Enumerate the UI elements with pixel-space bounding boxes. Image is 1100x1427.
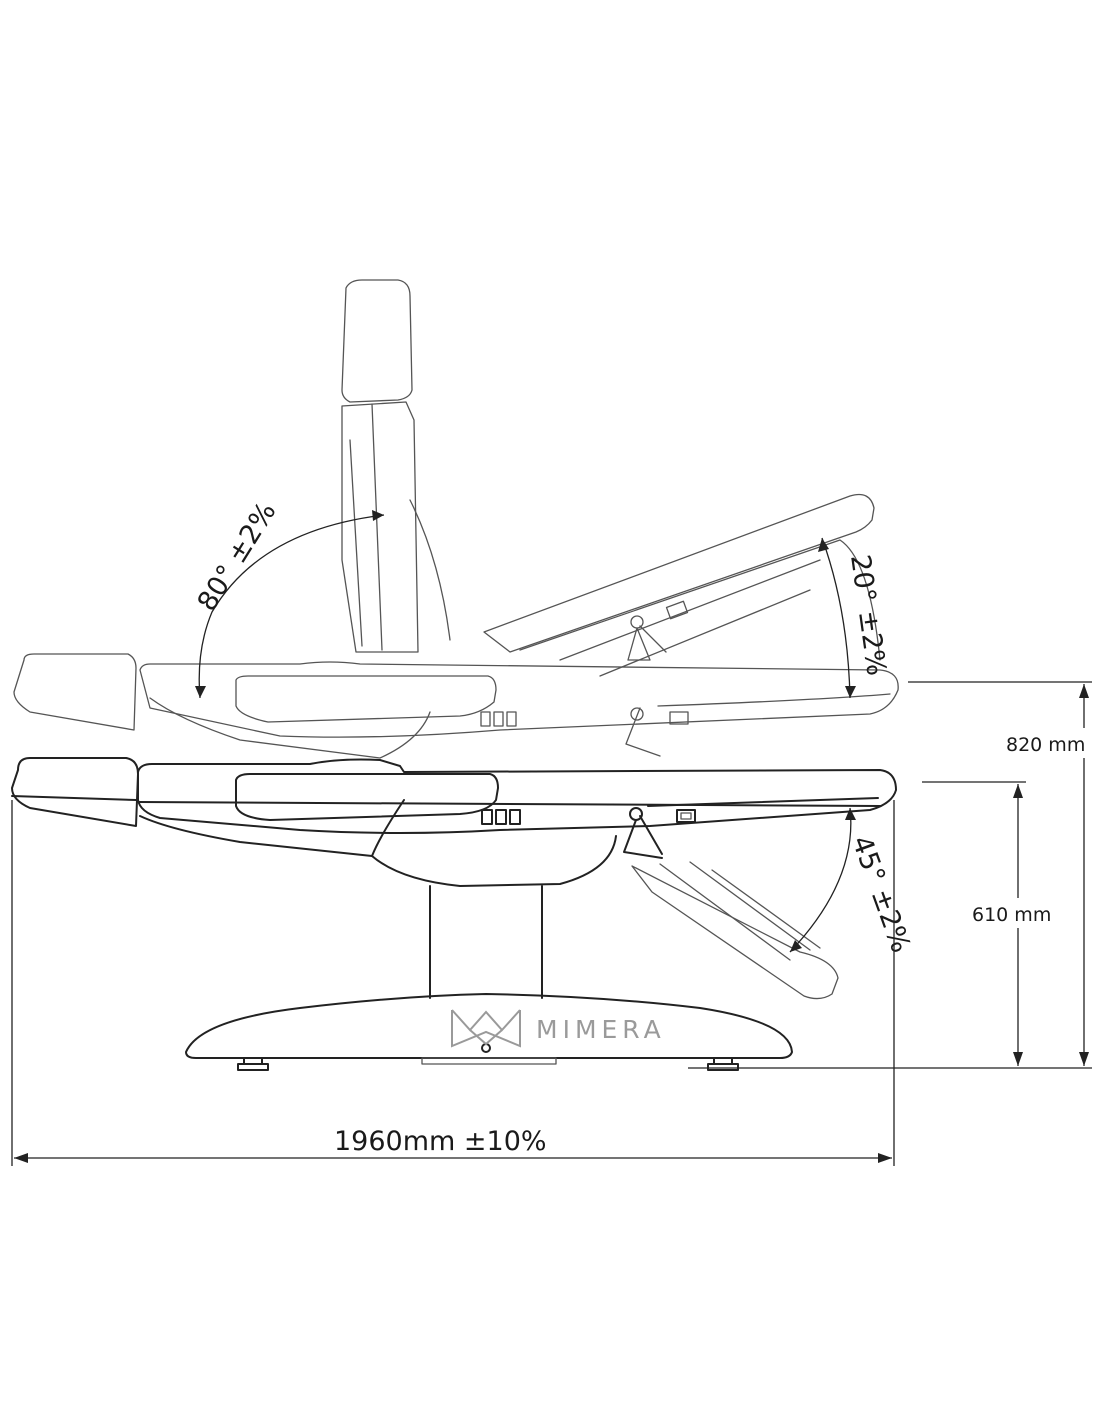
legrest-raised — [483, 493, 875, 653]
seat-section — [137, 758, 897, 834]
foot-left — [237, 1057, 269, 1071]
total-length-label: 1960mm ±10% — [334, 1126, 547, 1157]
chair-raised-position — [13, 279, 899, 759]
mimera-logo: MIMERA — [451, 1009, 666, 1048]
seat-raised — [139, 661, 899, 738]
min-height-label: 610 mm — [972, 904, 1051, 926]
control-button-1 — [481, 809, 493, 825]
head-section-raised — [13, 653, 137, 731]
legrest-down-angle-indicator — [789, 807, 856, 953]
legrest-lowered — [631, 865, 839, 1000]
logo-text: MIMERA — [536, 1015, 666, 1044]
backrest-upright-body — [341, 401, 419, 653]
backrest-angle-label: 80° ±2% — [192, 497, 283, 617]
legrest-up-angle-indicator — [818, 537, 856, 699]
legrest-down-angle-label: 45° ±2% — [845, 832, 916, 957]
length-dimension — [11, 800, 895, 1166]
legrest-up-angle-label: 20° ±2% — [844, 553, 892, 678]
control-button-3 — [509, 809, 521, 825]
backrest-angle-indicator — [195, 510, 385, 699]
backrest-upright — [341, 279, 413, 403]
chair-lowered-position — [11, 757, 897, 1071]
head-section — [11, 757, 139, 827]
control-button-2 — [495, 809, 507, 825]
max-height-label: 820 mm — [1006, 734, 1085, 756]
support-column — [429, 885, 543, 999]
base-plate — [185, 993, 793, 1059]
mimera-logo-mark — [451, 1009, 521, 1048]
